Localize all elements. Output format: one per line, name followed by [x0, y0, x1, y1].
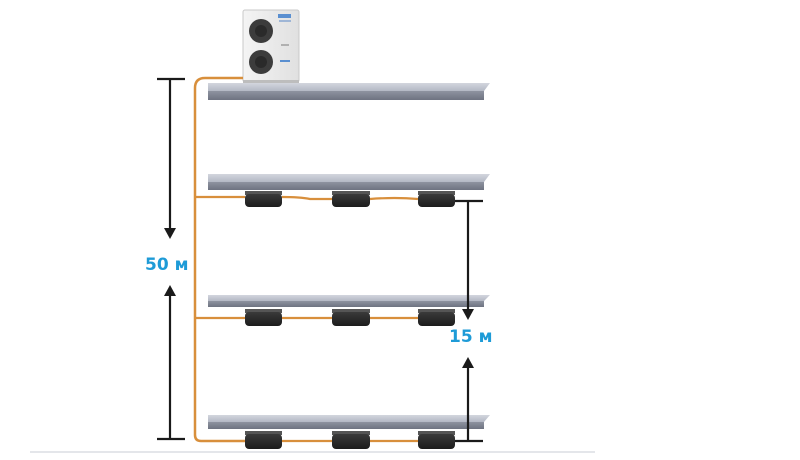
floor-spacing-label: 15 м [449, 327, 493, 347]
cassette-ac-unit-icon [332, 431, 370, 449]
indoor-units-floor-1 [245, 431, 455, 449]
cassette-ac-unit-icon [418, 191, 455, 207]
cassette-ac-unit-icon [245, 431, 282, 449]
outdoor-ac-unit-icon [242, 9, 300, 83]
dimension-height-total [157, 77, 185, 441]
cassette-ac-unit-icon [418, 309, 455, 326]
refrigerant-pipe-branches [195, 195, 419, 443]
dimension-floor-spacing [455, 199, 483, 443]
slab-roof [208, 83, 490, 100]
refrigerant-pipe-main [193, 76, 245, 443]
cassette-ac-unit-icon [418, 431, 455, 449]
indoor-units-floor-2 [245, 309, 455, 326]
slab-floor-2 [208, 295, 490, 307]
height-total-label: 50 м [145, 255, 189, 275]
cassette-ac-unit-icon [245, 191, 282, 207]
cassette-ac-unit-icon [245, 309, 282, 326]
slab-floor-3 [208, 174, 490, 190]
cassette-ac-unit-icon [332, 191, 370, 207]
cassette-ac-unit-icon [332, 309, 370, 326]
indoor-units-floor-3 [245, 191, 455, 207]
slab-floor-1 [208, 415, 490, 429]
